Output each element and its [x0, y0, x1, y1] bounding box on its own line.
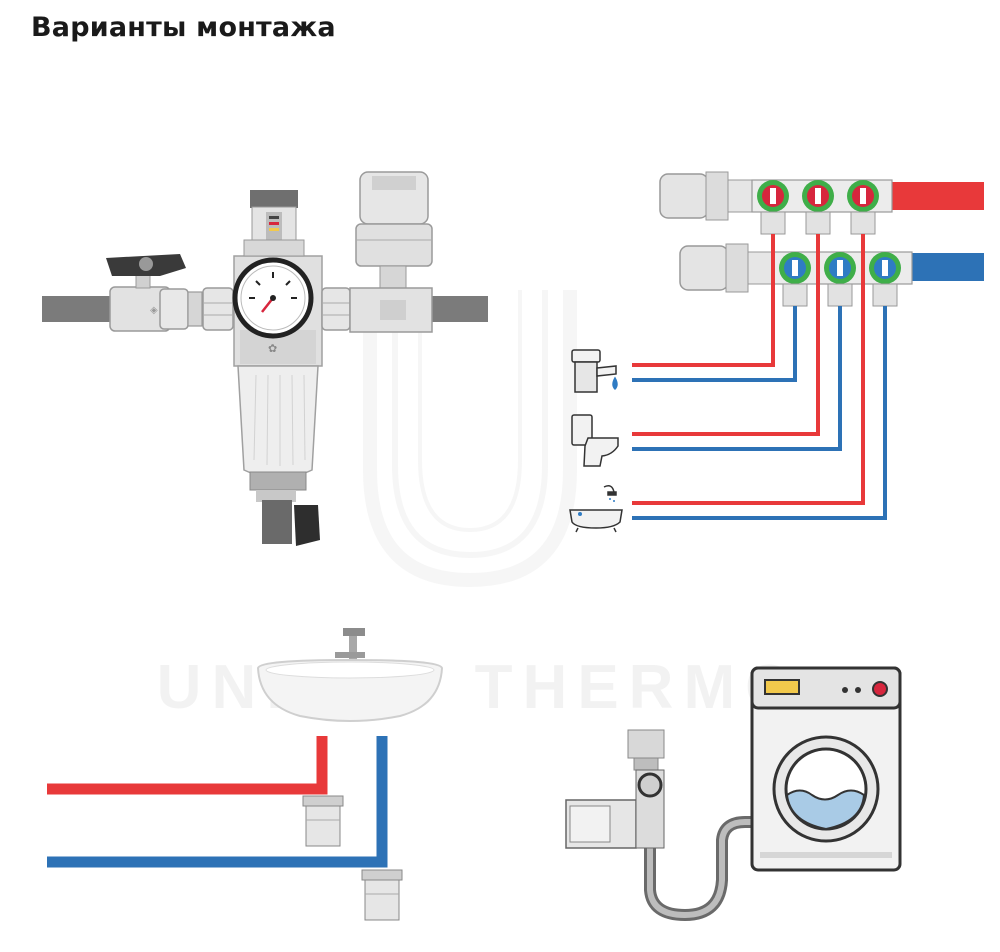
watermark-logo — [363, 290, 577, 588]
sink-cold-line — [47, 736, 388, 868]
pressure-gauge-icon — [232, 257, 314, 339]
cold-valve-1 — [779, 252, 811, 307]
bathtub-icon — [569, 485, 623, 533]
cold-supply-pipe — [908, 253, 984, 281]
filter-assembly: ◈ ✿ — [42, 171, 488, 546]
cold-valve-2 — [824, 252, 856, 307]
faucet-icon — [571, 349, 618, 393]
sink-hot-line — [47, 736, 328, 795]
manifold-assembly — [569, 171, 984, 533]
washer-assembly — [565, 666, 902, 922]
sink-assembly — [47, 628, 444, 921]
hot-valve-2 — [802, 180, 834, 235]
page-title: Варианты монтажа — [31, 12, 336, 43]
pressure-reducer-icon — [349, 171, 433, 333]
washing-machine-icon — [750, 666, 902, 872]
svg-text:◈: ◈ — [150, 305, 158, 316]
ball-valve-icon: ◈ — [106, 254, 203, 332]
distribution-lines — [632, 234, 887, 520]
toilet-icon — [571, 414, 619, 467]
cold-valve-3 — [869, 252, 901, 307]
hot-supply-pipe — [890, 182, 984, 210]
outlet-pipe — [430, 296, 488, 322]
washer-tap-valve — [565, 729, 665, 849]
watermark-text: UNITED THERMO — [157, 653, 804, 722]
filter-flask-icon — [237, 365, 320, 546]
inlet-hose — [644, 800, 760, 922]
inlet-pipe — [42, 296, 112, 322]
pressure-regulator-cap — [243, 190, 305, 257]
svg-text:✿: ✿ — [268, 342, 277, 355]
hot-valve-1 — [757, 180, 789, 235]
hot-valve-3 — [847, 180, 879, 235]
sink-hot-angle-valve — [302, 795, 344, 847]
washbasin-icon — [256, 628, 444, 722]
sink-cold-angle-valve — [361, 869, 403, 921]
